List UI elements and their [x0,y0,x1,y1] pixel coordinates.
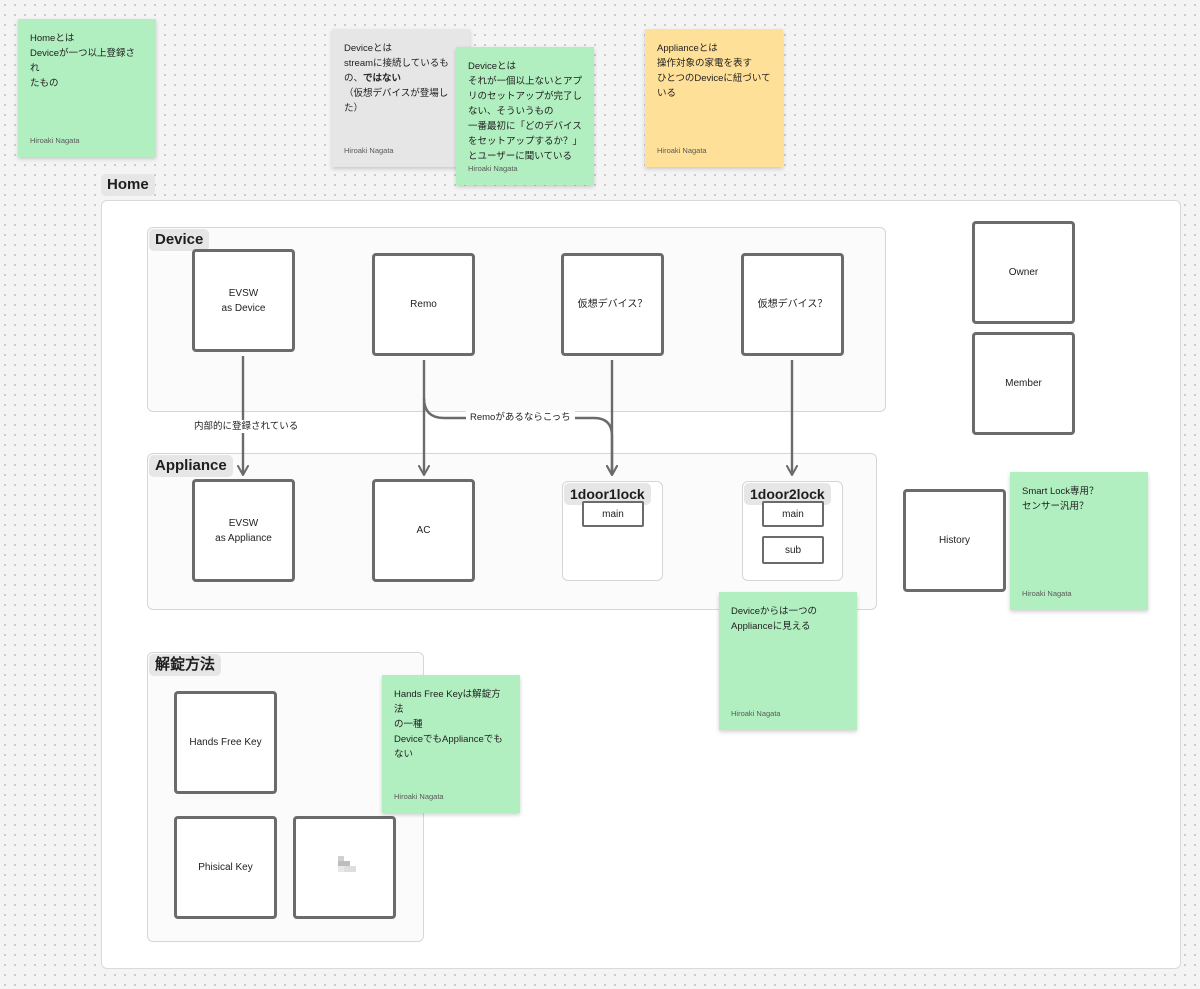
sticky-device-definition-green[interactable]: Deviceとは それが一個以上ないとアプ リのセットアップが完了し ない、そう… [456,47,594,185]
sticky-line: （仮想デバイスが登場し [344,88,449,99]
sticky-author: Hiroaki Nagata [394,792,444,801]
sticky-body: Applianceとは 操作対象の家電を表す ひとつのDeviceに紐づいて い… [657,43,771,99]
node-history[interactable]: History [903,489,1006,592]
sticky-author: Hiroaki Nagata [731,709,781,718]
sticky-bold-text: ではない [363,73,402,84]
node-ac[interactable]: AC [372,479,475,582]
group-label-1door2lock: 1door2lock [744,483,831,505]
node-remo[interactable]: Remo [372,253,475,356]
sticky-author: Hiroaki Nagata [657,146,707,155]
node-hands-free-key[interactable]: Hands Free Key [174,691,277,794]
section-label-appliance: Appliance [149,455,233,477]
sticky-body: Deviceとは それが一個以上ないとアプ リのセットアップが完了し ない、そう… [468,61,583,162]
sticky-body: Homeとは Deviceが一つ以上登録され たもの [30,33,136,89]
sticky-smart-lock-note[interactable]: Smart Lock専用？ センサー汎用？ Hiroaki Nagata [1010,472,1148,610]
sticky-device-view-note[interactable]: Deviceからは一つの Applianceに見える Hiroaki Nagat… [719,592,857,730]
edge-label-remo-route: Remoがあるならこっち [466,411,575,424]
sticky-author: Hiroaki Nagata [1022,589,1072,598]
node-member[interactable]: Member [972,332,1075,435]
image-placeholder-icon [338,856,356,872]
node-lock2-sub[interactable]: sub [762,536,824,564]
node-owner[interactable]: Owner [972,221,1075,324]
node-lock2-main[interactable]: main [762,501,824,527]
sticky-author: Hiroaki Nagata [468,164,518,173]
sticky-appliance-definition[interactable]: Applianceとは 操作対象の家電を表す ひとつのDeviceに紐づいて い… [645,29,783,167]
sticky-line: た） [344,103,364,114]
edge-label-registered: 内部的に登録されている [190,420,303,433]
node-virtual-device-2[interactable]: 仮想デバイス？ [741,253,844,356]
sticky-author: Hiroaki Nagata [344,146,394,155]
section-label-home: Home [101,174,155,196]
sticky-body: Hands Free Keyは解錠方法 の一種 DeviceでもApplianc… [394,689,503,760]
section-label-unlock-methods: 解錠方法 [149,654,222,676]
sticky-author: Hiroaki Nagata [30,136,80,145]
sticky-line: Deviceとは [344,43,393,54]
section-label-device: Device [149,229,210,251]
sticky-home-definition[interactable]: Homeとは Deviceが一つ以上登録され たもの Hiroaki Nagat… [18,19,156,157]
node-evsw-appliance[interactable]: EVSW as Appliance [192,479,295,582]
sticky-line: streamに接続しているも [344,58,449,69]
sticky-text: の、 [344,73,364,84]
sticky-device-definition-gray[interactable]: Deviceとは streamに接続しているも の、ではない （仮想デバイスが登… [332,29,470,167]
sticky-line: の、ではない [344,71,458,86]
sticky-body: Deviceからは一つの Applianceに見える [731,606,818,632]
group-label-1door1lock: 1door1lock [564,483,651,505]
sticky-body: Smart Lock専用？ センサー汎用？ [1022,486,1099,512]
sticky-body: Deviceとは streamに接続しているも の、ではない （仮想デバイスが登… [344,41,458,116]
connector-remo-lock [422,397,618,476]
node-lock1-main[interactable]: main [582,501,644,527]
node-evsw-device[interactable]: EVSW as Device [192,249,295,352]
node-physical-key[interactable]: Phisical Key [174,816,277,919]
node-virtual-device-1[interactable]: 仮想デバイス？ [561,253,664,356]
sticky-hands-free-note[interactable]: Hands Free Keyは解錠方法 の一種 DeviceでもApplianc… [382,675,520,813]
